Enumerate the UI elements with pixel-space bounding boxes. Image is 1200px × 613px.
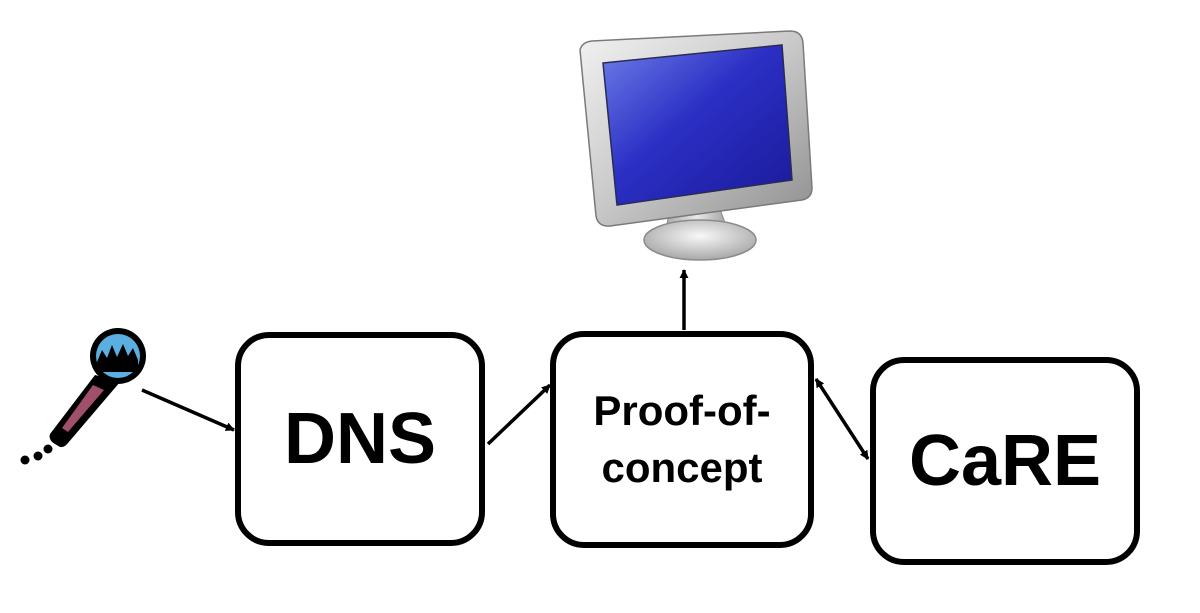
computer-monitor-icon (579, 30, 813, 261)
arrow-dns-to-poc (486, 383, 552, 446)
care-label: CaRE (908, 421, 1102, 501)
care-node: CaRE (870, 357, 1140, 565)
proof-of-concept-label: Proof-of-concept (593, 386, 771, 491)
dns-node: DNS (235, 332, 485, 546)
arrow-mic-to-dns (141, 388, 235, 432)
arrow-poc-care-bidirectional (814, 378, 870, 460)
proof-of-concept-node: Proof-of-concept (550, 331, 814, 548)
microphone-icon (20, 328, 146, 465)
dns-label: DNS (283, 399, 436, 479)
